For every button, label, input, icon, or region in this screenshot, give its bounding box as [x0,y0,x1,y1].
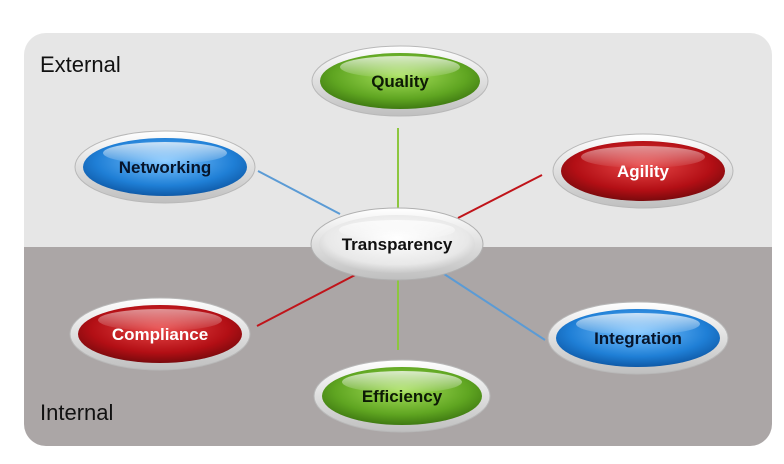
node-integration: Integration [547,301,729,375]
zone-label-internal: Internal [40,400,114,425]
connector-networking [257,170,341,215]
label-networking: Networking [119,158,212,177]
label-integration: Integration [594,329,682,348]
label-efficiency: Efficiency [362,387,443,406]
connector-integration [437,269,546,341]
node-transparency: Transparency [310,207,484,281]
label-agility: Agility [617,162,669,181]
node-agility: Agility [552,133,734,209]
node-networking: Networking [74,130,256,204]
zone-label-external: External [40,52,121,77]
connector-compliance [256,273,358,327]
node-quality: Quality [311,45,489,117]
connector-agility [457,174,543,219]
label-compliance: Compliance [112,325,208,344]
node-efficiency: Efficiency [313,359,491,433]
label-quality: Quality [371,72,429,91]
label-transparency: Transparency [342,235,453,254]
node-compliance: Compliance [69,297,251,371]
